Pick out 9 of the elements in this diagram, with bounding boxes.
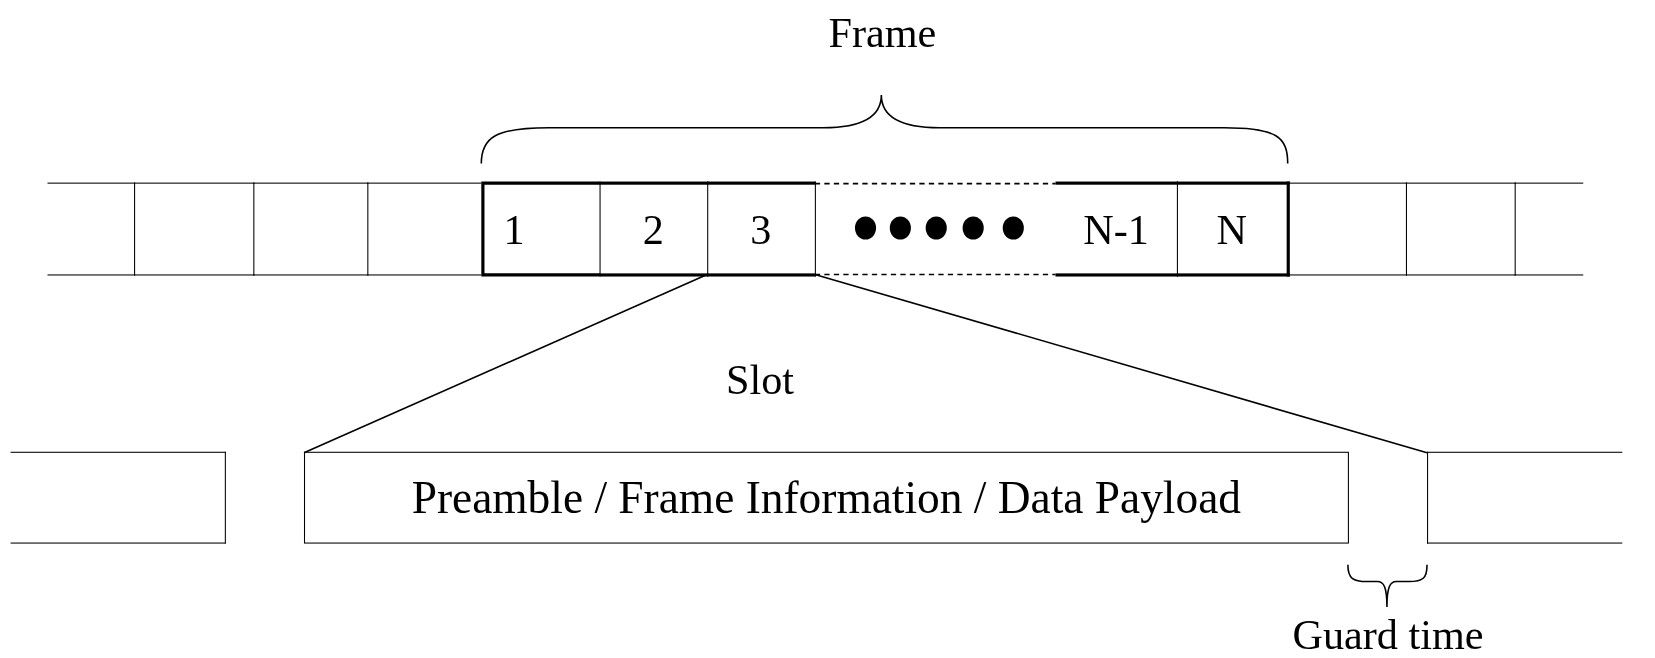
time-slot: N-1 bbox=[1055, 181, 1178, 277]
guard-time-label: Guard time bbox=[1292, 610, 1484, 658]
frame-label: Frame bbox=[828, 8, 937, 59]
time-slot: 1 bbox=[481, 181, 601, 277]
time-slot: 2 bbox=[599, 181, 708, 277]
time-slot: 3 bbox=[707, 181, 816, 277]
slot-label: Slot bbox=[725, 354, 794, 405]
time-slot: N bbox=[1176, 181, 1290, 277]
zoom-line bbox=[814, 273, 1428, 454]
